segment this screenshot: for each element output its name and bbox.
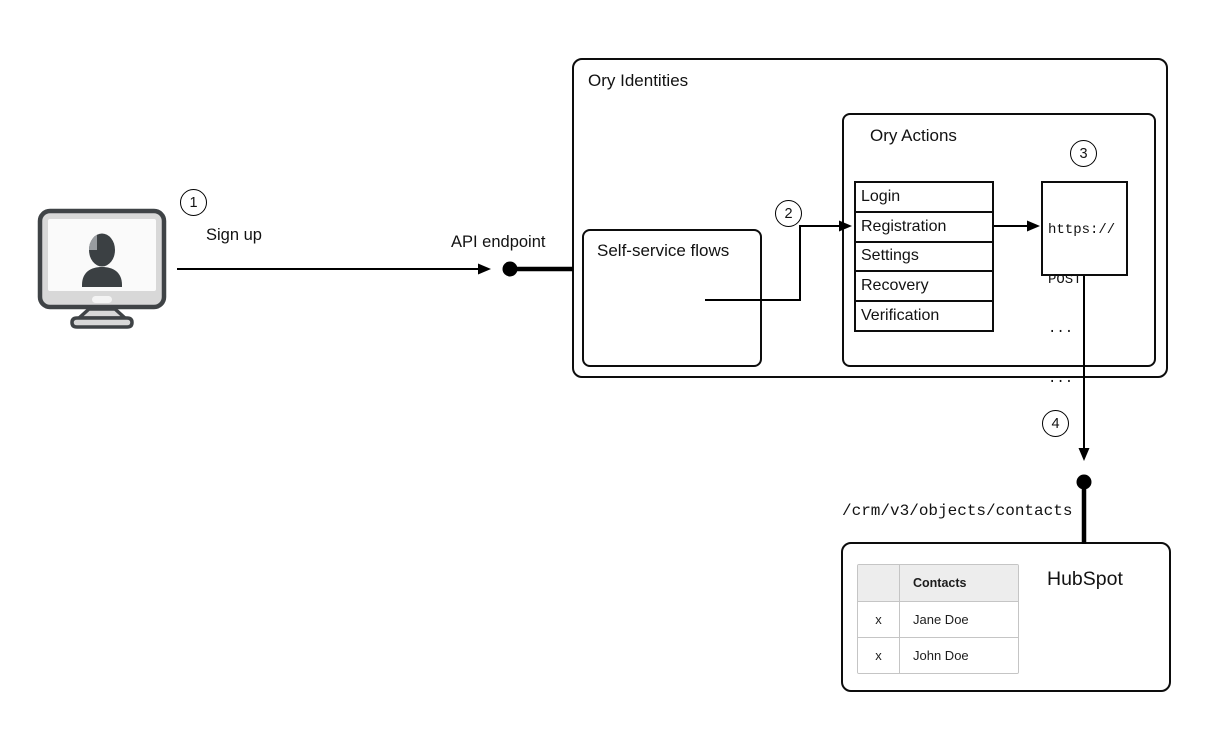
flow-row-login: Login — [856, 183, 992, 213]
step-badge-4: 4 — [1042, 410, 1069, 437]
hubspot-arrowhead — [1078, 448, 1090, 461]
monitor-frame — [37, 208, 167, 310]
flow-row-verification: Verification — [861, 307, 940, 325]
self-service-flow-list: Login Registration Settings Recovery Ver… — [854, 181, 994, 332]
code-line: https:// — [1048, 222, 1116, 238]
monitor-stand-base — [70, 316, 134, 329]
hubspot-endpoint-dot — [1076, 474, 1092, 490]
flow-row-settings: Settings — [856, 243, 992, 273]
monitor-stand-neck — [77, 307, 127, 320]
user-device-icon — [37, 208, 167, 329]
contact-action: x — [858, 638, 900, 673]
flow-row-recovery: Recovery — [856, 272, 992, 303]
user-silhouette-shoulders — [82, 267, 122, 287]
contacts-table-row: x John Doe — [858, 637, 1018, 673]
code-line: ... — [1048, 321, 1074, 337]
api-endpoint-label: API endpoint — [451, 233, 546, 251]
monitor-button — [92, 296, 112, 303]
user-silhouette-head — [89, 233, 115, 267]
monitor-screen — [48, 219, 156, 291]
user-silhouette-highlight — [89, 233, 97, 250]
signup-arrowhead — [478, 263, 491, 275]
step-badge-1: 1 — [180, 189, 207, 216]
ory-identities-box: Ory Identities — [572, 58, 1168, 378]
code-line: POST — [1048, 271, 1082, 288]
contacts-table-header-label: Contacts — [913, 576, 967, 590]
ory-actions-box: Ory Actions — [842, 113, 1156, 367]
crm-path-label: /crm/v3/objects/contacts — [842, 502, 1073, 520]
self-service-flows-title: Self-service flows — [597, 241, 730, 260]
ory-identities-title: Ory Identities — [588, 71, 689, 90]
hubspot-box: HubSpot Contacts x Jane Doe x John Doe — [841, 542, 1171, 692]
contacts-table-header-action — [858, 565, 900, 601]
api-endpoint-dot — [502, 261, 518, 277]
sign-up-label: Sign up — [206, 226, 262, 244]
step-badge-2: 2 — [775, 200, 802, 227]
contacts-table-header-row: Contacts — [858, 565, 1018, 601]
webhook-code-box: https:// POST ... ... — [1041, 181, 1128, 387]
contacts-table: Contacts x Jane Doe x John Doe — [857, 564, 1019, 674]
self-service-flows-box: Self-service flows — [582, 229, 762, 367]
step-badge-3: 3 — [1070, 140, 1097, 167]
code-line: ... — [1048, 370, 1074, 387]
contact-name: John Doe — [913, 648, 969, 663]
flow-row-registration: Registration — [856, 213, 992, 243]
ory-actions-title: Ory Actions — [870, 126, 957, 145]
contacts-table-row: x Jane Doe — [858, 601, 1018, 637]
contact-action: x — [858, 602, 900, 637]
contact-name: Jane Doe — [913, 612, 969, 627]
hubspot-title: HubSpot — [1047, 568, 1123, 590]
